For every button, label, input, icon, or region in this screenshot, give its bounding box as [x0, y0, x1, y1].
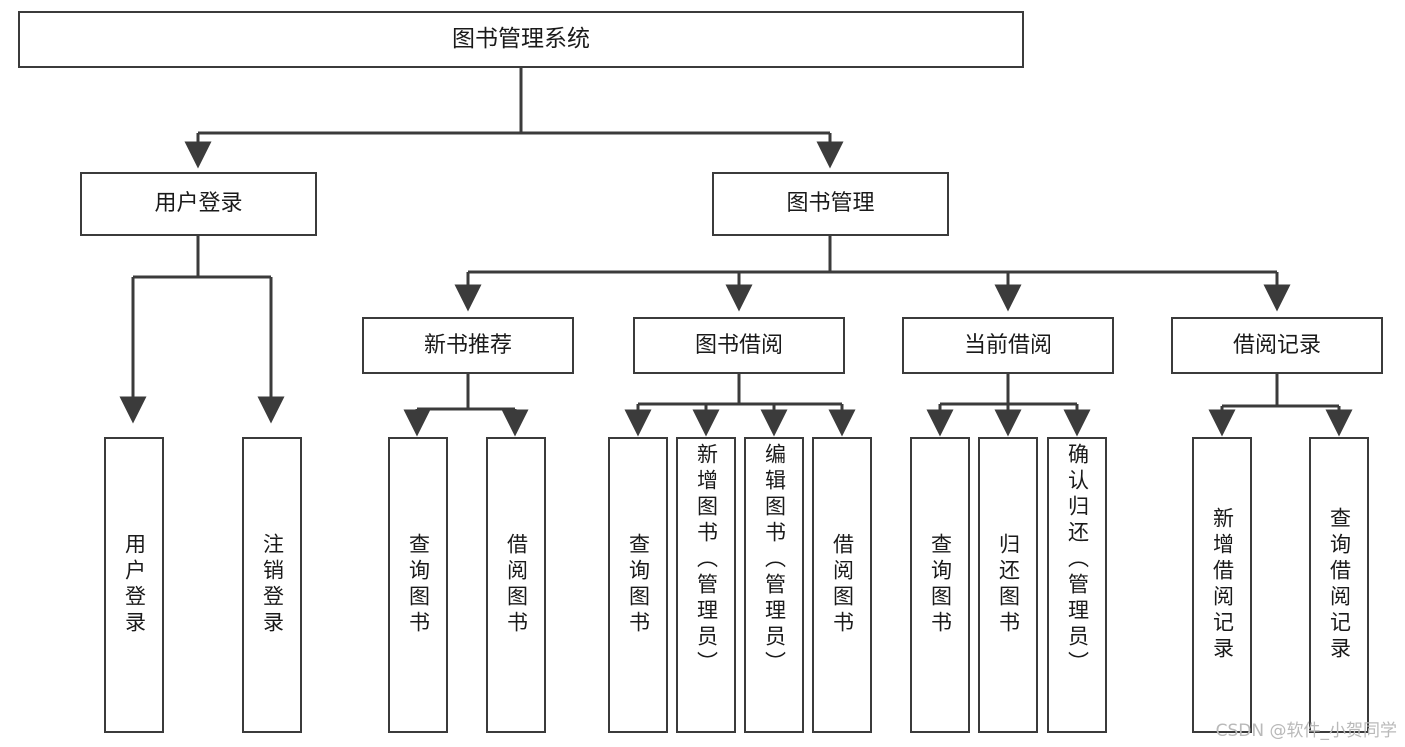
- leaf-borrow-book-borrow[interactable]: 借阅图书: [812, 437, 872, 733]
- leaf-return-book[interactable]: 归还图书: [978, 437, 1038, 733]
- leaf-user-login-label: 用户登录: [122, 533, 147, 637]
- leaf-confirm-return-admin-label: 确认归还（管理员）: [1065, 443, 1090, 677]
- leaf-logout-label: 注销登录: [260, 533, 285, 637]
- leaf-query-book-borrow[interactable]: 查询图书: [608, 437, 668, 733]
- leaf-return-book-label: 归还图书: [996, 533, 1021, 637]
- leaf-query-book-borrow-label: 查询图书: [626, 533, 651, 637]
- node-root-label: 图书管理系统: [452, 26, 590, 52]
- leaf-logout[interactable]: 注销登录: [242, 437, 302, 733]
- leaf-query-book-current-label: 查询图书: [928, 533, 953, 637]
- leaf-add-borrow-record[interactable]: 新增借阅记录: [1192, 437, 1252, 733]
- leaf-edit-book-admin[interactable]: 编辑图书（管理员）: [744, 437, 804, 733]
- node-current-borrow[interactable]: 当前借阅: [902, 317, 1114, 374]
- node-new-book-recommend-label: 新书推荐: [423, 332, 512, 358]
- node-borrow-records[interactable]: 借阅记录: [1171, 317, 1383, 374]
- watermark-text: CSDN @软件_小贺同学: [1215, 721, 1397, 741]
- leaf-borrow-book-newbook[interactable]: 借阅图书: [486, 437, 546, 733]
- node-book-borrow-label: 图书借阅: [694, 332, 783, 358]
- leaf-edit-book-admin-label: 编辑图书（管理员）: [762, 443, 787, 677]
- leaf-borrow-book-borrow-label: 借阅图书: [830, 533, 855, 637]
- leaf-query-borrow-record-label: 查询借阅记录: [1327, 507, 1352, 663]
- leaf-user-login[interactable]: 用户登录: [104, 437, 164, 733]
- leaf-borrow-book-newbook-label: 借阅图书: [504, 533, 529, 637]
- leaf-add-borrow-record-label: 新增借阅记录: [1210, 507, 1235, 663]
- leaf-add-book-admin[interactable]: 新增图书（管理员）: [676, 437, 736, 733]
- node-book-management[interactable]: 图书管理: [712, 172, 949, 236]
- node-new-book-recommend[interactable]: 新书推荐: [362, 317, 574, 374]
- node-current-borrow-label: 当前借阅: [963, 332, 1052, 358]
- leaf-query-book-current[interactable]: 查询图书: [910, 437, 970, 733]
- node-root[interactable]: 图书管理系统: [18, 11, 1024, 68]
- leaf-query-borrow-record[interactable]: 查询借阅记录: [1309, 437, 1369, 733]
- leaf-confirm-return-admin[interactable]: 确认归还（管理员）: [1047, 437, 1107, 733]
- node-book-management-label: 图书管理: [786, 191, 875, 216]
- node-user-login[interactable]: 用户登录: [80, 172, 317, 236]
- node-borrow-records-label: 借阅记录: [1232, 332, 1321, 358]
- node-book-borrow[interactable]: 图书借阅: [633, 317, 845, 374]
- node-user-login-label: 用户登录: [154, 191, 243, 216]
- leaf-query-book-newbook[interactable]: 查询图书: [388, 437, 448, 733]
- leaf-add-book-admin-label: 新增图书（管理员）: [694, 443, 719, 677]
- leaf-query-book-newbook-label: 查询图书: [406, 533, 431, 637]
